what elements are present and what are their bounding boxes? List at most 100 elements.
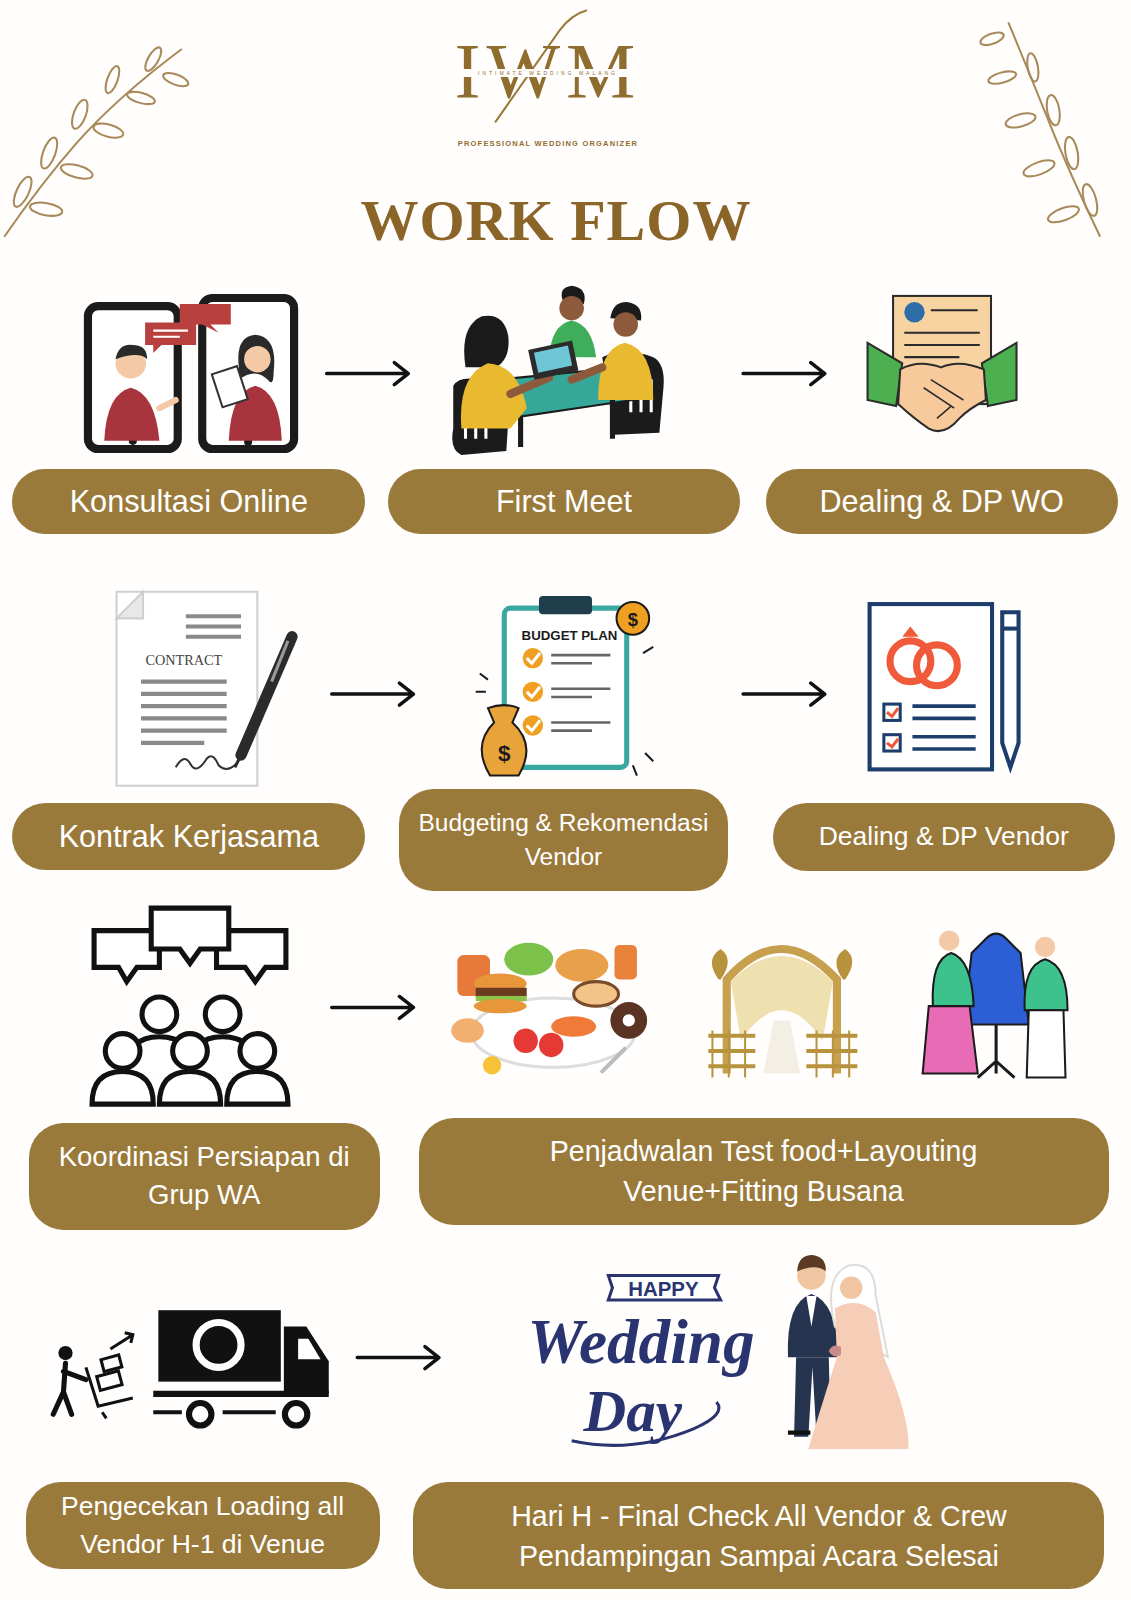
leaf-branch — [1025, 52, 1040, 82]
contract-icon — [186, 616, 241, 636]
step-label: Pengecekan Loading all Vendor H-1 di Ven… — [40, 1488, 366, 1562]
food-icon — [539, 1033, 563, 1057]
vendor-contract-icon — [887, 708, 898, 747]
wedding-lettering — [608, 1276, 720, 1300]
budget-plan-icon — [551, 655, 610, 731]
arrow-line — [743, 363, 825, 385]
step-pill: First Meet — [388, 469, 740, 534]
leaf-branch — [103, 64, 122, 94]
truck-icon — [101, 1355, 122, 1372]
meeting-icon — [572, 367, 603, 379]
meeting-icon — [452, 286, 664, 455]
food-icon — [504, 943, 553, 976]
online-chat-icon — [159, 400, 175, 408]
handshake-icon — [904, 302, 924, 322]
vendor-contract-icon — [912, 706, 975, 749]
online-chat-icon — [244, 346, 271, 373]
wedding-text: Wedding — [527, 1307, 754, 1377]
flow-arrow — [332, 996, 414, 1018]
truck-icon — [153, 1391, 329, 1397]
fitting-icon — [963, 934, 1028, 1025]
group-chat-icon — [105, 1034, 140, 1069]
step-label: Dealing & DP Vendor — [819, 818, 1069, 855]
handshake-icon — [904, 310, 980, 357]
leaf-branch — [4, 45, 190, 237]
truck-icon — [153, 1410, 275, 1414]
venue-arch-icon — [727, 949, 837, 1073]
truck-icon — [189, 1403, 211, 1425]
leaf-branch — [161, 70, 189, 89]
flow-arrow — [327, 363, 409, 385]
day-text: Day — [583, 1378, 683, 1444]
leaf-branch — [142, 45, 164, 73]
meeting-icon — [534, 346, 572, 373]
truck-icon — [86, 1367, 133, 1418]
truck-icon — [158, 1310, 280, 1381]
fitting-icon — [978, 1024, 1015, 1077]
couple-icon — [829, 1346, 841, 1357]
leaf-branch — [1045, 94, 1062, 126]
step-pill: Dealing & DP WO — [766, 469, 1118, 534]
truck-icon — [53, 1310, 329, 1425]
wedding-lettering: HAPPY Wedding Day — [527, 1276, 754, 1446]
group-chat-icon — [92, 1071, 153, 1104]
venue-arch-icon — [708, 949, 857, 1078]
money-bag-symbol: $ — [498, 741, 511, 766]
online-chat-icon — [88, 298, 294, 449]
food-icon — [602, 1049, 624, 1071]
truck-icon — [58, 1346, 72, 1360]
fitting-icon — [939, 931, 959, 951]
food-icon — [451, 1018, 484, 1042]
step-pill: Budgeting & Rekomendasi Vendor — [399, 789, 728, 891]
budget-plan-icon: BUDGET PLAN $ $ — [476, 596, 654, 776]
step-pill: Koordinasi Persiapan di Grup WA — [29, 1123, 380, 1230]
venue-arch-icon — [708, 1036, 857, 1067]
handshake-icon — [898, 364, 986, 431]
budget-plan-icon — [539, 596, 592, 614]
food-icon — [476, 988, 527, 997]
step-label: Koordinasi Persiapan di Grup WA — [41, 1138, 368, 1215]
food-icon — [451, 943, 647, 1075]
step-pill: Konsultasi Online — [12, 469, 365, 534]
leaf-branch — [979, 22, 1100, 236]
flow-arrow — [332, 683, 414, 705]
truck-icon — [196, 1322, 241, 1367]
truck-icon — [53, 1363, 86, 1414]
vendor-contract-icon — [870, 604, 992, 769]
step-pill: Kontrak Kerjasama — [12, 803, 365, 869]
group-chat-icon — [142, 997, 177, 1032]
leaf-branch — [92, 121, 125, 141]
contract-icon — [235, 755, 241, 767]
truck-icon — [298, 1339, 320, 1359]
budget-plan-icon — [527, 653, 540, 731]
fitting-icon — [933, 953, 974, 1006]
step-pill: Hari H - Final Check All Vendor & Crew P… — [413, 1482, 1104, 1589]
online-chat-icon — [104, 388, 159, 441]
food-icon — [472, 998, 635, 1067]
meeting-icon — [464, 316, 508, 368]
leaf-branch — [38, 136, 61, 171]
step-label: Kontrak Kerjasama — [59, 815, 319, 858]
online-chat-icon — [180, 304, 231, 333]
truck-icon — [97, 1371, 122, 1391]
coin-symbol: $ — [628, 609, 638, 630]
group-chat-icon — [151, 908, 229, 963]
food-icon — [474, 999, 527, 1013]
handshake-icon — [868, 296, 1017, 431]
leaf-branch — [59, 161, 94, 181]
logo-tagline: INTIMATE WEDDING MALANG — [478, 70, 618, 76]
leaf-branch — [126, 89, 156, 106]
couple-icon — [788, 1255, 909, 1449]
leaf-branch — [29, 200, 63, 218]
budget-plan-icon — [482, 705, 527, 775]
arrow-line — [332, 996, 414, 1018]
food-icon — [614, 945, 636, 980]
leaf-branch — [4, 49, 182, 237]
meeting-icon — [613, 312, 637, 336]
fitting-icon — [923, 931, 1068, 1078]
leaf-branch — [69, 98, 91, 131]
online-chat-icon — [153, 331, 188, 337]
contract-icon — [272, 641, 288, 682]
leaf-branch — [1046, 203, 1081, 226]
